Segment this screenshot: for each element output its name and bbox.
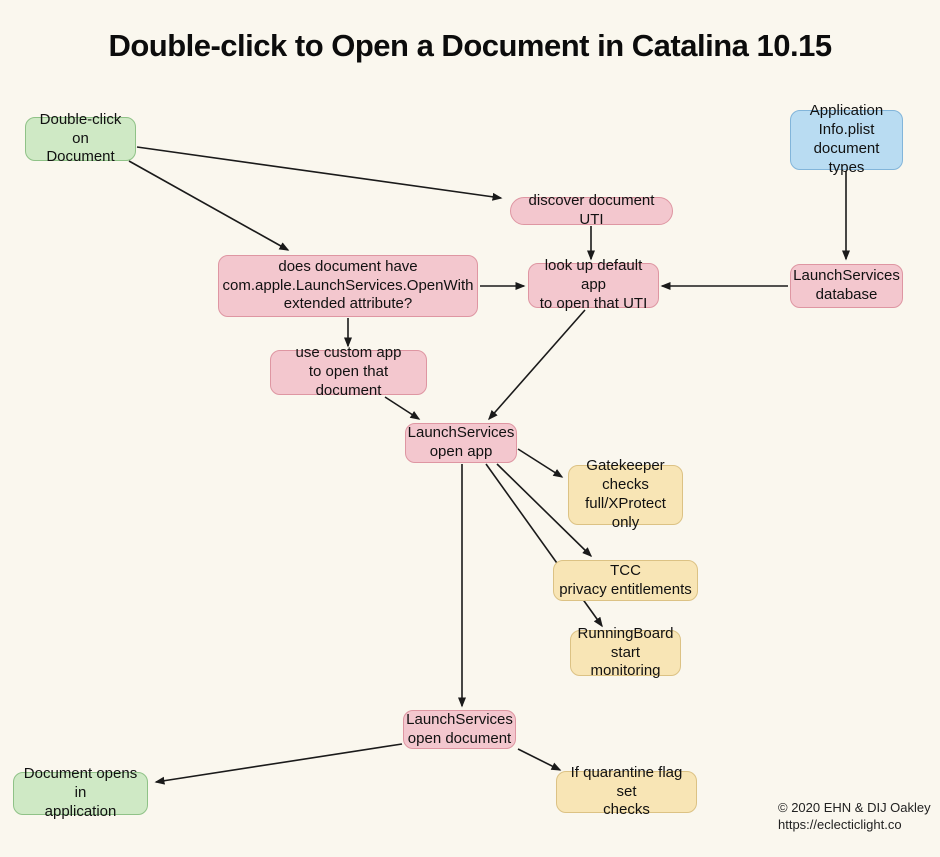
edge-ls-open-app-to-tcc [496,463,593,558]
edge-custom-app-to-ls-open-app [384,396,421,420]
node-discover-document-uti: discover document UTI [510,192,673,228]
edge-ls-open-app-to-gatekeeper [517,448,564,478]
edge-double-click-to-openwith-attr [128,160,290,251]
edge-double-click-to-discover-uti [136,146,503,201]
footer-url: https://eclecticlight.co [778,816,902,832]
node-document-opens: Document opens in application [13,765,148,820]
node-application-info-plist: Application Info.plist document types [790,102,903,176]
node-launchservices-open-app: LaunchServices open app [405,423,517,463]
edge-lookup-default-to-ls-open-app [488,309,586,421]
node-lookup-default-app: look up default app to open that UTI [528,257,659,312]
node-quarantine-checks: If quarantine flag set checks [556,764,697,818]
edge-ls-open-doc-to-doc-opens [154,743,403,785]
node-gatekeeper-checks: Gatekeeper checks full/XProtect only [568,457,683,531]
node-openwith-extended-attribute: does document have com.apple.LaunchServi… [218,255,478,317]
node-tcc-privacy-entitlements: TCC privacy entitlements [553,560,698,601]
footer-copyright: © 2020 EHN & DIJ Oakley [778,800,931,815]
edge-ls-open-doc-to-quarantine [517,748,562,771]
node-use-custom-app: use custom app to open that document [270,344,427,399]
node-launchservices-database: LaunchServices database [790,264,903,308]
page-title: Double-click to Open a Document in Catal… [108,28,832,63]
node-double-click-on-document: Double-click on Document [25,111,136,165]
footer-credit: © 2020 EHN & DIJ Oakley https://eclectic… [778,800,931,834]
node-launchservices-open-document: LaunchServices open document [403,710,516,749]
node-runningboard-monitoring: RunningBoard start monitoring [570,625,681,679]
